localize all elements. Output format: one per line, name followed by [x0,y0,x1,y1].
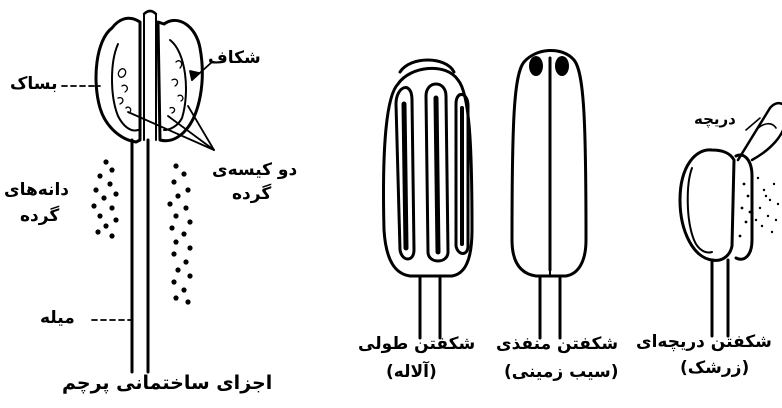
label-valve: دریچه [694,110,736,128]
figure-title: اجزای ساختمانی پرچم [62,372,272,394]
poricidal-anther [512,50,586,338]
label-valvular: شکفتن دریچه‌ای [636,332,772,352]
label-slit: شکاف [208,48,261,68]
valvular-pollen-spray [739,177,780,238]
label-anther: بساک [10,74,57,94]
longitudinal-anther [384,60,472,338]
label-poricidal-example: (سیب زمینی) [504,362,619,382]
stamen-anther [96,11,202,142]
label-pollen-grains-line2: گرده [20,206,59,226]
stamen-filament [132,140,148,372]
label-pollen-grains-line1: دانه‌های [4,180,69,200]
label-pollen-sacs-line1: دو کیسه‌ی [212,160,297,180]
label-filament: میله [40,308,75,328]
label-longitudinal-example: (آلاله) [386,362,437,382]
pollen-grains [91,159,192,304]
label-valvular-example: (زرشک) [680,358,749,378]
leader-lines [62,62,214,320]
pollen-sac-texture [118,61,183,113]
label-poricidal: شکفتن منفذی [496,334,618,354]
label-pollen-sacs-line2: گرده [232,184,271,204]
valvular-anther [680,103,782,336]
label-longitudinal: شکفتن طولی [358,334,475,354]
